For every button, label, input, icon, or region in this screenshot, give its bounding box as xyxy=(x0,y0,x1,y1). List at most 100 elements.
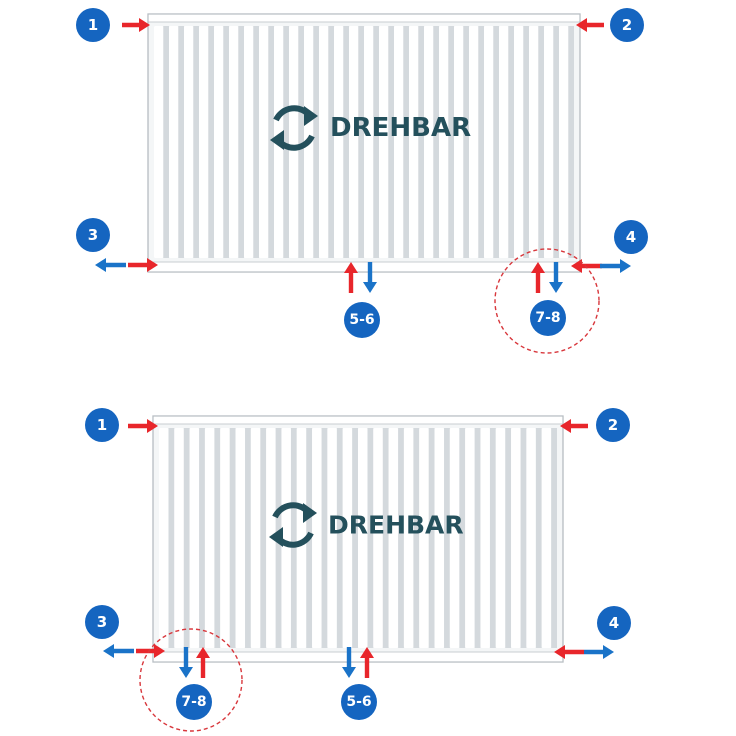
radiator-fin-shadow xyxy=(183,428,190,648)
radiator-fin xyxy=(334,26,344,258)
radiator-fin xyxy=(214,26,224,258)
radiator-fin xyxy=(281,428,291,648)
arrow-shaft xyxy=(584,649,603,655)
radiator-fin xyxy=(541,428,552,648)
radiator-fin-shadow xyxy=(214,428,221,648)
return-arrow-left xyxy=(103,644,134,658)
radiator-fin-shadow xyxy=(523,26,529,258)
panel-top-rail xyxy=(152,415,564,425)
supply-arrow-right xyxy=(122,18,150,32)
badge xyxy=(614,220,648,254)
radiator-fin xyxy=(174,428,184,648)
radiator-fin-shadow xyxy=(413,428,420,648)
radiator-fin xyxy=(199,26,209,258)
arrow-head xyxy=(531,262,545,273)
arrow-head xyxy=(576,18,587,32)
arrow-head xyxy=(560,419,571,433)
radiator-fin xyxy=(526,428,536,648)
badge-label: 3 xyxy=(97,613,107,631)
arrow-head xyxy=(147,258,158,272)
radiator-fin-shadow xyxy=(367,428,374,648)
return-arrow-right xyxy=(584,645,614,659)
connection-2: 2 xyxy=(560,408,630,442)
badge-label: 1 xyxy=(88,16,98,34)
radiator-fin xyxy=(259,26,269,258)
arrow-shaft xyxy=(200,658,206,678)
arrow-shaft xyxy=(367,262,373,282)
arrow-shaft xyxy=(128,423,147,429)
connection-3: 3 xyxy=(76,218,158,272)
supply-arrow-up xyxy=(344,262,358,293)
connection-4: 4 xyxy=(554,606,631,659)
arrow-shaft xyxy=(183,647,189,667)
badge-label: 2 xyxy=(608,416,618,434)
arrow-shaft xyxy=(136,648,154,654)
arrow-head xyxy=(196,647,210,658)
badge-label: 5-6 xyxy=(346,694,371,710)
arrow-shaft xyxy=(364,658,370,678)
arrow-head xyxy=(342,667,356,678)
radiator-fin xyxy=(454,26,464,258)
return-arrow-down xyxy=(342,647,356,678)
radiator-fin xyxy=(204,428,215,648)
radiator-fin xyxy=(184,26,194,258)
radiator-fin xyxy=(514,26,524,258)
radiator-fin-shadow xyxy=(229,428,236,648)
badge-label: 1 xyxy=(97,416,107,434)
radiator-fin-shadow xyxy=(418,26,424,258)
radiator-fin-shadow xyxy=(428,428,435,648)
panel-outline xyxy=(147,13,581,273)
radiator-fin-shadow xyxy=(459,428,466,648)
radiator-fin-shadow xyxy=(398,428,404,648)
radiator-fin-shadow xyxy=(193,26,199,258)
connection-1: 1 xyxy=(85,408,158,442)
radiator-fin xyxy=(499,26,509,258)
radiator-fin-shadow xyxy=(535,428,542,648)
radiator-fin-shadow xyxy=(520,428,527,648)
radiator-fin xyxy=(495,428,506,648)
badge xyxy=(610,8,644,42)
radiator-fin-shadow xyxy=(268,26,274,258)
radiator-fin xyxy=(424,26,434,258)
radiator-fin xyxy=(358,428,368,648)
radiator-fin-shadow xyxy=(489,428,496,648)
arrow-head xyxy=(603,645,614,659)
radiator-fin xyxy=(511,428,521,648)
radiator-fin-shadow xyxy=(478,26,484,258)
radiator-fin xyxy=(169,26,179,258)
highlight-circle xyxy=(494,248,600,354)
return-arrow-left xyxy=(95,258,126,272)
badge-label: 2 xyxy=(622,16,632,34)
arrow-head xyxy=(154,644,165,658)
brand-logo: DREHBAR xyxy=(269,502,464,548)
badge-label: 3 xyxy=(88,226,98,244)
badge-label: 7-8 xyxy=(181,694,206,710)
connection-5-6: 5-6 xyxy=(341,647,377,720)
radiator-fin-shadow xyxy=(403,26,409,258)
badge-label: 4 xyxy=(626,228,636,246)
radiator-fin xyxy=(529,26,539,258)
radiator-fin xyxy=(349,26,359,258)
arrow-shaft xyxy=(587,22,604,28)
connection-7-8: 7-8 xyxy=(139,628,243,732)
supply-arrow-left xyxy=(576,18,604,32)
radiator-panel xyxy=(147,13,581,273)
panel-top-rail xyxy=(147,13,581,23)
radiator-fin xyxy=(419,428,429,648)
radiator-panel xyxy=(152,415,564,663)
radiator-fin xyxy=(220,428,230,648)
radiator-fin xyxy=(434,428,445,648)
arrow-head xyxy=(549,282,563,293)
radiator-fin-shadow xyxy=(444,428,450,648)
rotate-arrows-icon xyxy=(269,502,317,548)
radiator-fin xyxy=(484,26,494,258)
badge xyxy=(344,302,380,338)
radiator-fin-shadow xyxy=(223,26,229,258)
radiator-fin-shadow xyxy=(474,428,481,648)
radiator-fin-shadow xyxy=(298,26,304,258)
radiator-fin-shadow xyxy=(382,428,389,648)
radiator-fin-shadow xyxy=(199,428,205,648)
radiator-fin xyxy=(229,26,239,258)
radiator-fin-shadow xyxy=(245,428,251,648)
badge-label: 5-6 xyxy=(349,312,374,328)
